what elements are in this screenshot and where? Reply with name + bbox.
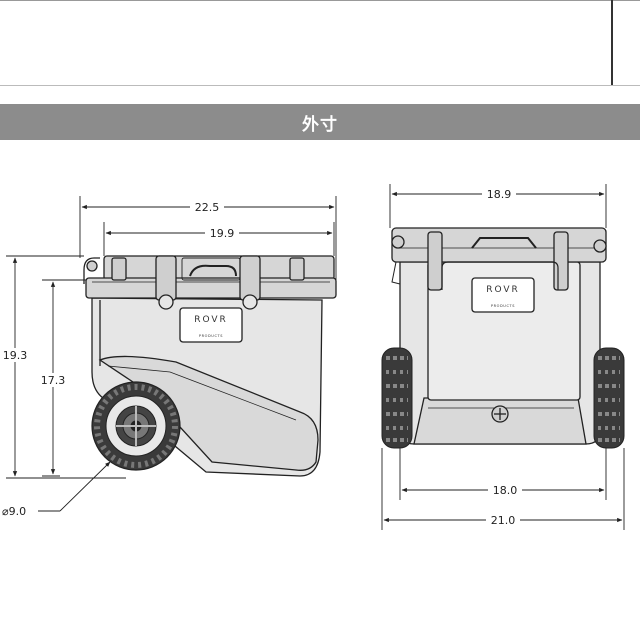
front-view-cooler (391, 227, 607, 445)
front-view-wheel-right (593, 347, 625, 449)
dim-wheel-diameter: ⌀9.0 (2, 505, 26, 518)
side-logo-text: ROVR (194, 315, 228, 325)
dim-overall-length: 22.5 (195, 201, 220, 214)
section-title: 外寸 (302, 114, 338, 135)
front-view-wheel-left (381, 347, 413, 449)
dim-body-height: 17.3 (41, 374, 66, 387)
dim-body-length: 19.9 (210, 227, 235, 240)
dim-overall-height: 19.3 (3, 349, 28, 362)
dim-overall-width: 21.0 (491, 514, 516, 527)
top-frame (0, 0, 640, 86)
side-view-cooler (83, 255, 337, 477)
section-header: 外寸 (0, 104, 640, 140)
side-view-dimension-lines (6, 196, 337, 512)
side-logo-subtext: PRODUCTS (199, 334, 223, 338)
front-logo-subtext: PRODUCTS (491, 304, 515, 308)
front-logo-text: ROVR (486, 285, 520, 295)
dim-wheelbase-width: 18.0 (493, 484, 518, 497)
dim-lid-width: 18.9 (487, 188, 512, 201)
side-view-wheel (91, 381, 181, 471)
